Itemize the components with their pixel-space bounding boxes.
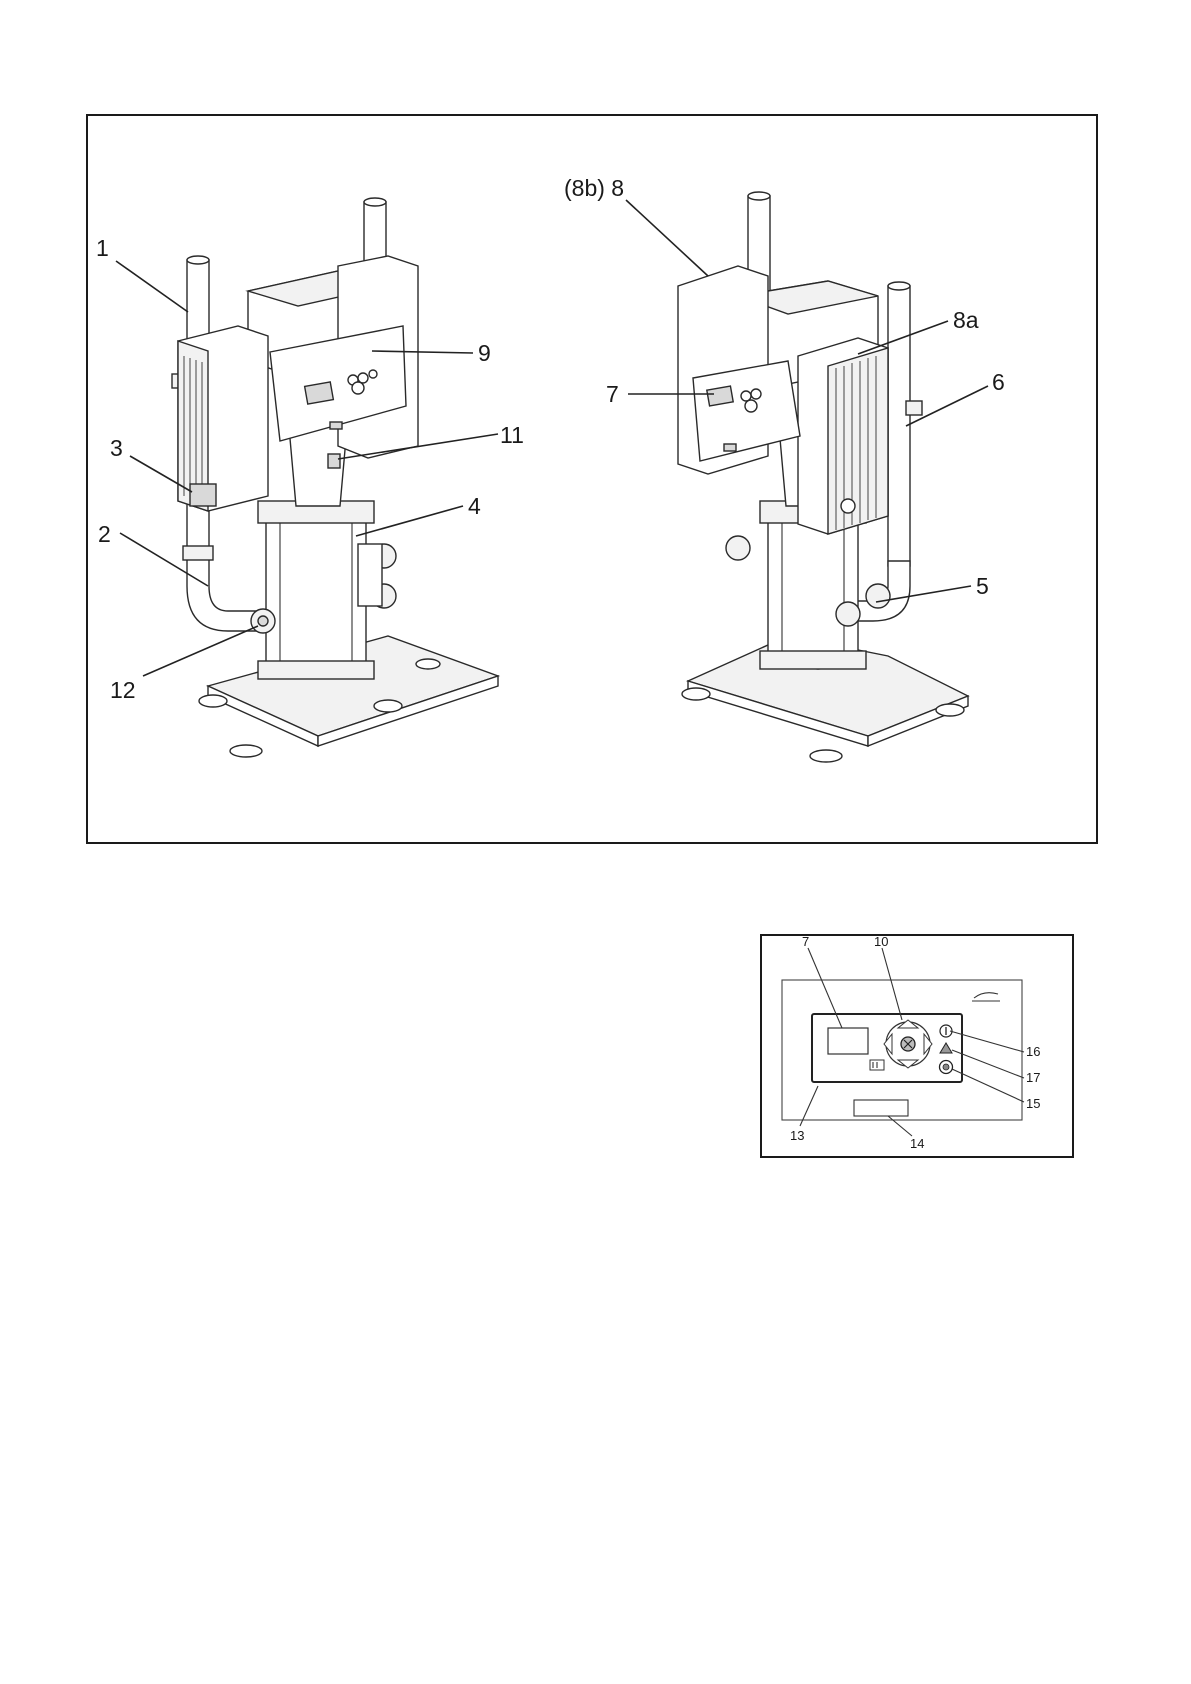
panel-callout-16: 16 <box>1026 1044 1040 1059</box>
panel-callout-13: 13 <box>790 1128 804 1143</box>
pump-assembly-drawing: 1 2 3 4 9 11 12 <box>88 116 1096 842</box>
callout-2: 2 <box>98 521 111 547</box>
callout-12: 12 <box>110 677 136 703</box>
callout-8a: 8a <box>953 307 979 333</box>
callout-8b-8: (8b) 8 <box>564 175 624 201</box>
callout-9: 9 <box>478 340 491 366</box>
pump-housing <box>266 516 366 676</box>
callout-6: 6 <box>992 369 1005 395</box>
callout-7: 7 <box>606 381 619 407</box>
pump-assembly-figure: 1 2 3 4 9 11 12 <box>86 114 1098 844</box>
panel-callout-10: 10 <box>874 936 888 949</box>
pressure-sensor <box>190 484 216 506</box>
panel-callout-17: 17 <box>1026 1070 1040 1085</box>
connector-slot <box>854 1100 908 1116</box>
display-screen <box>828 1028 868 1054</box>
callout-1: 1 <box>96 235 109 261</box>
right-pump-view <box>678 192 968 762</box>
control-panel-drawing: 7 10 16 17 15 13 14 <box>762 936 1072 1156</box>
callout-4: 4 <box>468 493 481 519</box>
panel-callout-7: 7 <box>802 936 809 949</box>
callout-3: 3 <box>110 435 123 461</box>
panel-callout-15: 15 <box>1026 1096 1040 1111</box>
callout-11: 11 <box>500 422 524 448</box>
panel-callout-14: 14 <box>910 1136 924 1151</box>
left-pump-view <box>172 198 498 757</box>
callout-5: 5 <box>976 573 989 599</box>
control-panel-detail-figure: 7 10 16 17 15 13 14 <box>760 934 1074 1158</box>
